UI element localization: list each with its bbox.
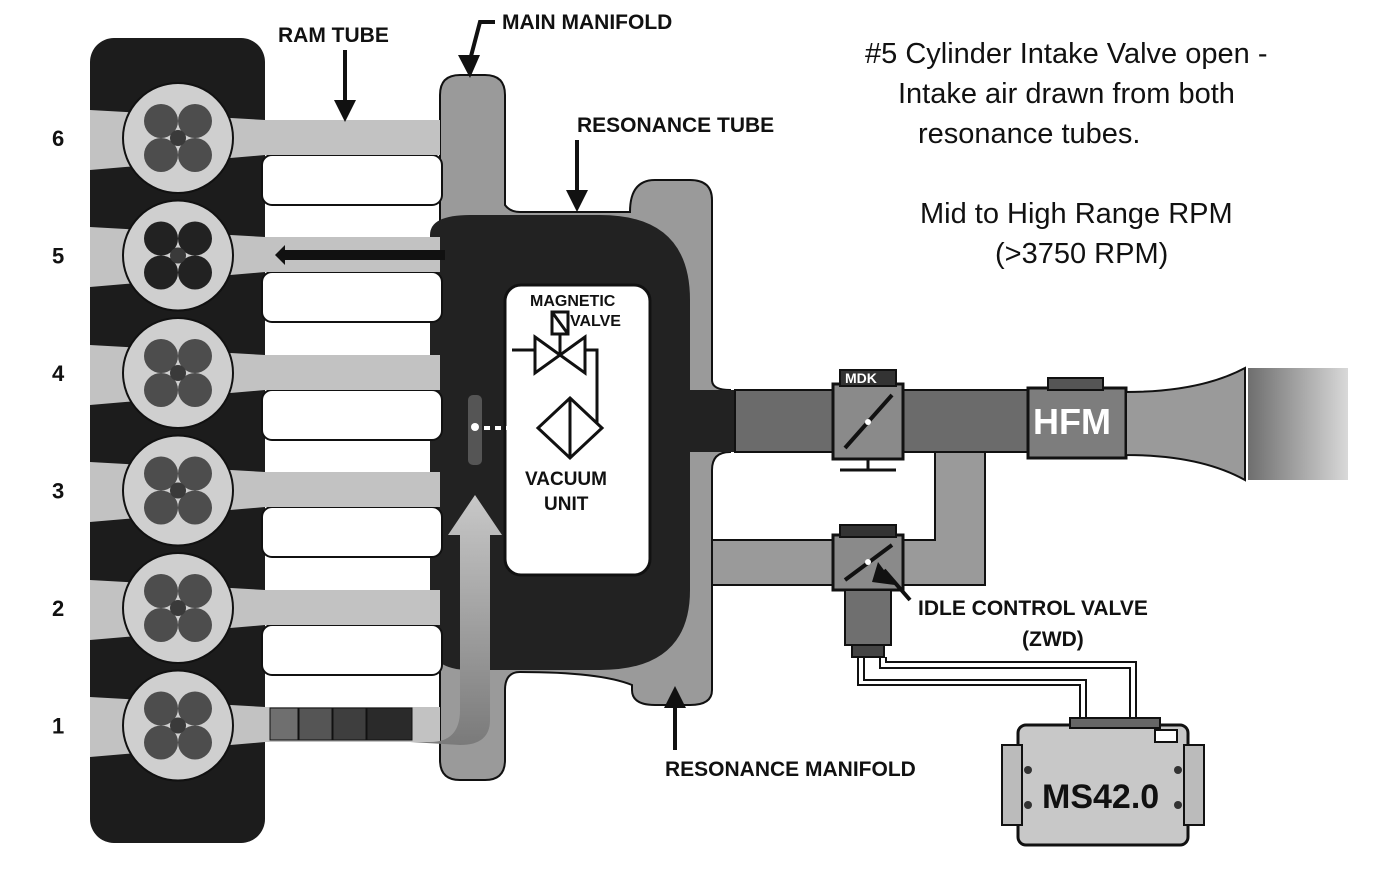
valve <box>144 574 178 608</box>
idle-control-valve <box>831 524 905 658</box>
ecu-wiring <box>857 657 1137 725</box>
cylinder-2: 2 <box>52 552 234 664</box>
valve <box>178 339 212 373</box>
valve <box>178 574 212 608</box>
valve <box>144 490 178 525</box>
valve <box>178 138 212 172</box>
idle-control-valve-label: IDLE CONTROL VALVE <box>918 597 1148 620</box>
caption-line-2: Intake air drawn from both <box>898 78 1235 110</box>
vacuum-unit-label-2: UNIT <box>544 494 589 515</box>
cylinder-bank: 6 5 4 3 2 1 <box>52 82 234 782</box>
flap-pivot <box>471 423 479 431</box>
upward-air-arrow <box>410 495 502 745</box>
valve <box>144 725 178 760</box>
valve <box>178 255 212 290</box>
cylinder-number: 4 <box>52 361 65 386</box>
cylinder-number: 6 <box>52 126 64 151</box>
valve <box>178 373 212 407</box>
main-manifold-label: MAIN MANIFOLD <box>502 11 672 34</box>
rpm-line-2: (>3750 RPM) <box>995 238 1168 270</box>
valve <box>144 456 178 491</box>
cylinder-3: 3 <box>52 434 234 547</box>
ecu-module <box>1001 717 1205 847</box>
hfm-sensor <box>1026 377 1128 460</box>
resonance-tube-label: RESONANCE TUBE <box>577 114 774 137</box>
resonance-manifold-label: RESONANCE MANIFOLD <box>665 758 916 781</box>
valve <box>144 104 178 138</box>
idle-control-valve-sub-label: (ZWD) <box>1022 628 1084 651</box>
valve <box>178 608 212 642</box>
valve <box>144 339 178 373</box>
rpm-line-1: Mid to High Range RPM <box>920 198 1233 230</box>
cylinder-5: 5 <box>52 199 234 312</box>
ecu-label: MS42.0 <box>1042 778 1159 816</box>
caption-line-1: #5 Cylinder Intake Valve open - <box>865 38 1267 70</box>
spark-plug <box>170 600 186 616</box>
spark-plug <box>170 247 186 264</box>
intake-horn <box>1125 366 1246 482</box>
pointer-arrows <box>334 20 912 750</box>
cylinder-1: 1 <box>52 669 234 782</box>
valve <box>144 608 178 642</box>
spark-plug <box>170 130 186 146</box>
caption-line-3: resonance tubes. <box>918 118 1140 150</box>
cylinder-number: 5 <box>52 244 64 269</box>
mdk-throttle <box>831 369 905 472</box>
bypass-duct <box>711 451 986 586</box>
magnetic-valve-label-1: MAGNETIC <box>530 293 616 310</box>
spark-plug <box>170 365 186 381</box>
incoming-air <box>1248 368 1348 480</box>
valve <box>144 691 178 726</box>
cylinder-6: 6 <box>52 82 234 194</box>
cylinder-number: 3 <box>52 479 64 504</box>
spark-plug <box>170 482 186 499</box>
valve <box>144 373 178 407</box>
spark-plug <box>170 717 186 734</box>
cylinder-5-flow-arrow <box>275 245 445 265</box>
valve <box>144 255 178 290</box>
valve <box>178 221 212 256</box>
cylinder-1-pulse <box>269 707 413 741</box>
ram-tube-gaps <box>261 154 443 676</box>
vacuum-unit-label-1: VACUUM <box>525 469 607 490</box>
mdk-label: MDK <box>845 370 877 386</box>
magnetic-valve-label-2: VALVE <box>570 313 621 330</box>
hfm-label: HFM <box>1033 401 1111 442</box>
valve <box>178 456 212 491</box>
valve <box>178 104 212 138</box>
valve <box>178 490 212 525</box>
magnetic-valve-schematic <box>512 310 599 430</box>
valve <box>144 138 178 172</box>
valve <box>178 691 212 726</box>
cylinder-4: 4 <box>52 317 234 429</box>
ram-tube-label: RAM TUBE <box>278 24 389 47</box>
valve <box>144 221 178 256</box>
valve <box>178 725 212 760</box>
vacuum-unit-schematic <box>535 395 605 461</box>
cylinder-number: 1 <box>52 714 64 739</box>
cylinder-number: 2 <box>52 596 64 621</box>
